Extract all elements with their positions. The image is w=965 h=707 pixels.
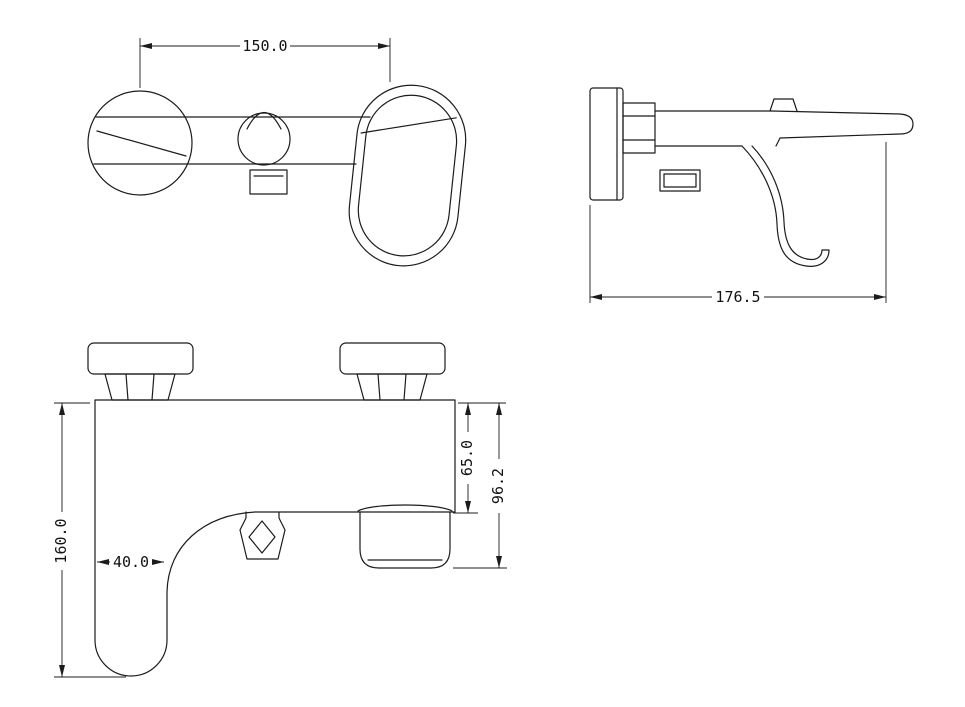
dimension-spout-bottom-height: 96.2	[453, 403, 507, 569]
right-hex-nut	[356, 373, 428, 401]
dimension-text-mask	[52, 512, 69, 570]
dimension-label-150: 150.0	[242, 37, 287, 55]
hex-nut	[622, 102, 656, 154]
dimension-label-40: 40.0	[113, 553, 149, 571]
dimension-mounting-distance: 150.0	[139, 37, 391, 88]
dimensions: 150.0 176.5 160.0 40	[52, 37, 887, 678]
spout-hook	[741, 145, 830, 267]
diverter-pull	[239, 511, 286, 560]
body-shoulder-edge	[96, 130, 187, 157]
right-hex-nut-facet	[377, 373, 381, 401]
left-escutcheon	[87, 342, 194, 375]
lever-blade	[771, 110, 914, 147]
left-hex-nut	[104, 373, 176, 401]
dimension-label-176-5: 176.5	[715, 288, 760, 306]
lower-outlet	[249, 169, 288, 195]
bottom-view	[87, 342, 456, 677]
diverter-knob	[237, 112, 291, 166]
front-view	[87, 84, 467, 267]
dimension-text-mask	[712, 288, 764, 306]
dimension-label-65: 65.0	[458, 440, 476, 476]
wall-flange	[589, 87, 624, 201]
handle-inner-contour	[357, 94, 458, 257]
dimension-label-160: 160.0	[52, 518, 70, 563]
handle-outer-contour	[348, 84, 467, 267]
dimension-overall-depth: 176.5	[589, 142, 887, 306]
left-hex-nut-facet	[125, 373, 129, 401]
dimension-lower-width: 40.0	[97, 553, 164, 571]
diverter-tip	[246, 111, 282, 130]
dimension-text-mask	[240, 37, 290, 55]
left-hex-nut-facet	[151, 373, 155, 401]
dimension-overall-height: 160.0	[52, 402, 126, 678]
right-hex-nut-facet	[403, 373, 407, 401]
left-escutcheon	[87, 90, 193, 196]
lever-handle	[348, 84, 467, 267]
dimension-label-96-2: 96.2	[489, 468, 507, 504]
dimension-text-mask	[110, 553, 152, 571]
lower-outlet-inner	[663, 173, 697, 188]
body-outline	[94, 399, 456, 677]
side-view	[589, 87, 914, 267]
spout	[359, 511, 451, 569]
dimension-spout-top-height: 65.0	[453, 402, 506, 514]
dimension-text-mask	[490, 459, 507, 513]
diverter-pull-facet	[248, 520, 276, 554]
right-escutcheon	[339, 342, 446, 375]
handle-edge	[360, 117, 457, 134]
lever-pivot	[769, 98, 798, 112]
spout-shoulder	[357, 504, 453, 512]
lower-outlet	[659, 169, 701, 192]
dimension-text-mask	[460, 432, 477, 484]
